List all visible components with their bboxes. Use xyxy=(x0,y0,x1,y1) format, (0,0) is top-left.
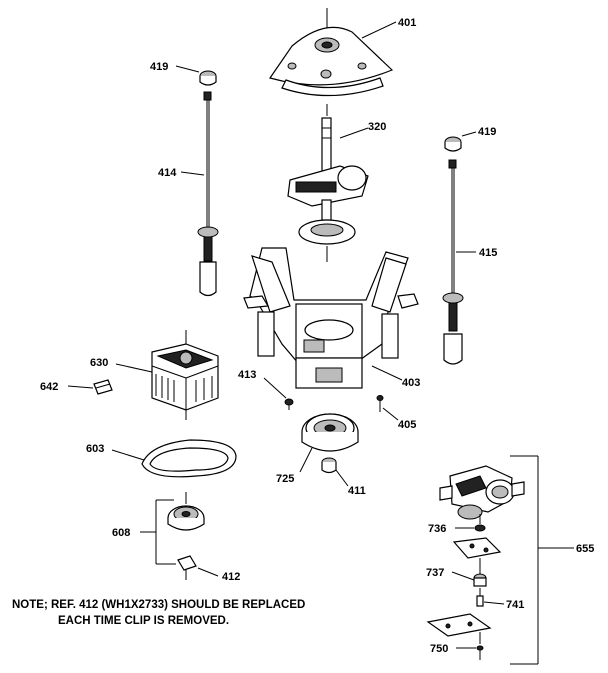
leader-419b xyxy=(461,131,477,137)
part-419-cap-left xyxy=(199,70,217,86)
leader-737 xyxy=(451,571,475,581)
label-630: 630 xyxy=(90,357,108,369)
label-608: 608 xyxy=(112,527,130,539)
part-403-bracket xyxy=(243,247,419,389)
label-411: 411 xyxy=(348,485,366,497)
label-655: 655 xyxy=(576,543,594,555)
part-630-motor xyxy=(151,330,219,420)
label-414: 414 xyxy=(158,167,177,179)
label-401: 401 xyxy=(398,17,416,29)
bracket-608 xyxy=(140,499,176,565)
part-405-screw xyxy=(376,395,384,412)
label-750: 750 xyxy=(430,643,448,655)
leader-405 xyxy=(382,407,399,421)
label-603: 603 xyxy=(86,443,104,455)
leader-401 xyxy=(361,21,397,39)
part-413-screw xyxy=(284,398,294,410)
part-642-connector xyxy=(93,379,113,395)
part-320-transmission xyxy=(287,117,369,262)
part-603-belt xyxy=(141,439,237,478)
label-405: 405 xyxy=(398,419,416,431)
part-414-suspension-rod xyxy=(197,91,219,297)
leader-419a xyxy=(175,65,200,73)
note-line-2: EACH TIME CLIP IS REMOVED. xyxy=(58,615,229,627)
part-412-clip xyxy=(177,555,197,580)
label-419a: 419 xyxy=(150,61,168,73)
leader-725 xyxy=(299,447,313,473)
label-736: 736 xyxy=(428,523,446,535)
leader-411 xyxy=(335,469,349,487)
leader-320 xyxy=(339,127,369,139)
note-line-1: NOTE; REF. 412 (WH1X2733) SHOULD BE REPL… xyxy=(12,599,305,611)
leader-412 xyxy=(197,567,219,577)
part-655-pump-group xyxy=(426,465,525,660)
label-320: 320 xyxy=(368,121,386,133)
label-415: 415 xyxy=(479,247,497,259)
leader-741 xyxy=(483,601,505,605)
bracket-655 xyxy=(510,455,574,665)
part-415-suspension-rod xyxy=(442,159,464,365)
leader-630 xyxy=(115,363,153,373)
part-608-pulley xyxy=(167,492,205,531)
leader-603 xyxy=(111,449,145,461)
part-411-nut xyxy=(321,457,337,474)
label-725: 725 xyxy=(276,473,294,485)
label-412: 412 xyxy=(222,571,240,583)
part-401-cover xyxy=(269,8,394,116)
leader-413 xyxy=(263,377,287,399)
part-725-pulley xyxy=(301,413,359,452)
label-419b: 419 xyxy=(478,126,496,138)
label-413: 413 xyxy=(238,369,256,381)
label-403: 403 xyxy=(402,377,420,389)
label-737: 737 xyxy=(426,567,444,579)
label-642: 642 xyxy=(40,381,58,393)
leader-403 xyxy=(371,365,403,381)
leader-642 xyxy=(67,385,94,389)
leader-414 xyxy=(180,171,205,176)
label-741: 741 xyxy=(506,599,524,611)
part-419-cap-right xyxy=(444,136,462,152)
